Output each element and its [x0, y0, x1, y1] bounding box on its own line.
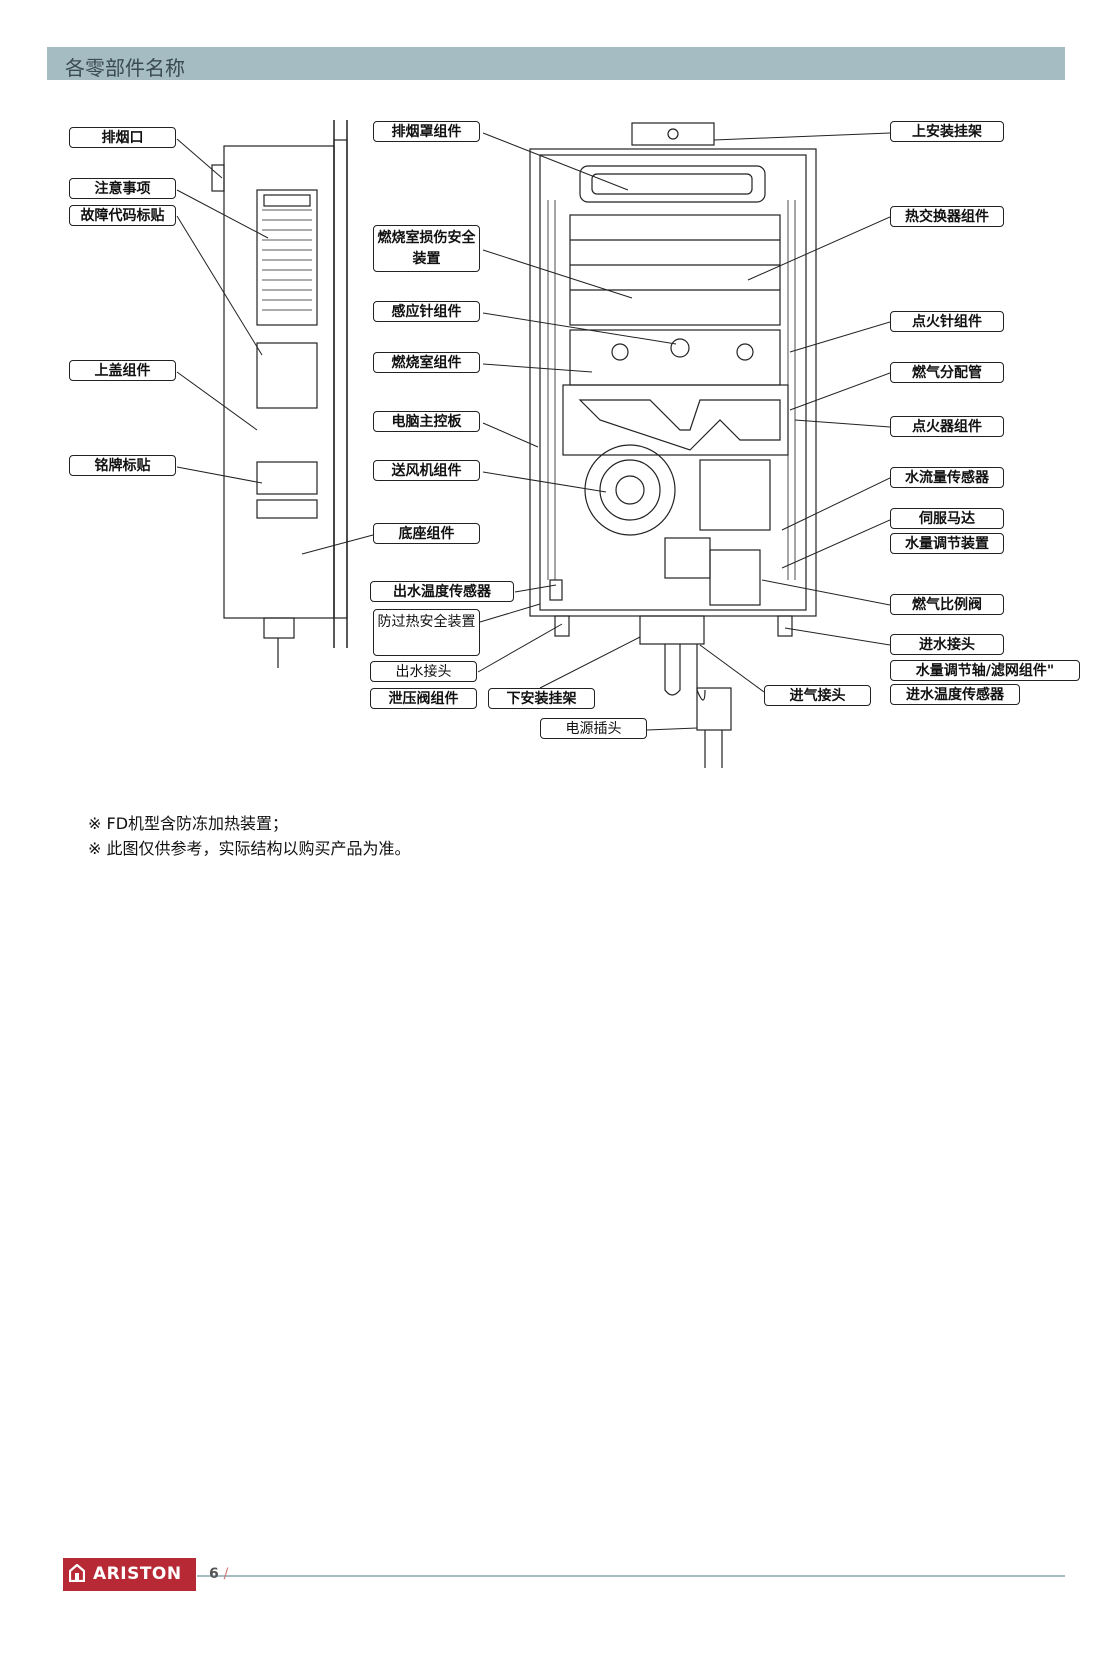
label-combustion-chamber: 燃烧室组件: [373, 352, 480, 373]
label-top-cover: 上盖组件: [69, 360, 176, 381]
label-upper-bracket: 上安装挂架: [890, 121, 1004, 142]
page-number: 6 /: [209, 1566, 228, 1582]
label-servo-motor: 伺服马达: [890, 508, 1004, 529]
label-overheat-safety: 防过热安全装置: [373, 609, 480, 656]
label-caution: 注意事项: [69, 178, 176, 199]
label-water-regulator: 水量调节装置: [890, 533, 1004, 554]
label-power-plug: 电源插头: [540, 718, 647, 739]
label-water-outlet: 出水接头: [370, 661, 477, 682]
label-outlet-temp-sensor: 出水温度传感器: [370, 581, 514, 602]
label-base: 底座组件: [373, 523, 480, 544]
label-nameplate: 铭牌标贴: [69, 455, 176, 476]
label-ignition-pin: 点火针组件: [890, 311, 1004, 332]
note-1: ※ FD机型含防冻加热装置；: [88, 814, 289, 833]
footer-divider: [197, 1575, 1065, 1577]
label-regulator-shaft-filter: 水量调节轴/滤网组件": [890, 660, 1080, 681]
label-gas-manifold: 燃气分配管: [890, 362, 1004, 383]
label-chamber-damage-safety: 燃烧室损伤安全装置: [373, 225, 480, 272]
label-fan: 送风机组件: [373, 460, 480, 481]
heater-diagram: [176, 120, 891, 768]
label-igniter: 点火器组件: [890, 416, 1004, 437]
label-gas-proportional-valve: 燃气比例阀: [890, 594, 1004, 615]
label-lower-bracket: 下安装挂架: [488, 688, 595, 709]
side-view: [211, 120, 348, 668]
leader-lines: [176, 132, 891, 731]
brand-name: ARISTON: [93, 1564, 182, 1584]
section-title: 各零部件名称: [65, 56, 185, 80]
front-view: [529, 122, 817, 768]
label-heat-exchanger: 热交换器组件: [890, 206, 1004, 227]
label-gas-inlet: 进气接头: [764, 685, 871, 706]
note-2: ※ 此图仅供参考，实际结构以购买产品为准。: [88, 839, 411, 858]
ariston-logo: ARISTON: [63, 1558, 196, 1591]
house-icon: [69, 1564, 85, 1582]
section-header: 各零部件名称: [47, 47, 1065, 80]
label-sensing-pin: 感应针组件: [373, 301, 480, 322]
label-relief-valve: 泄压阀组件: [370, 688, 477, 709]
label-exhaust-port: 排烟口: [69, 127, 176, 148]
label-fault-code-sticker: 故障代码标贴: [69, 205, 176, 226]
label-main-board: 电脑主控板: [373, 411, 480, 432]
label-flow-sensor: 水流量传感器: [890, 467, 1004, 488]
page-number-value: 6: [209, 1566, 219, 1582]
page-separator: /: [223, 1566, 229, 1582]
label-water-inlet: 进水接头: [890, 634, 1004, 655]
label-flue-hood: 排烟罩组件: [373, 121, 480, 142]
label-inlet-temp-sensor: 进水温度传感器: [890, 684, 1020, 705]
